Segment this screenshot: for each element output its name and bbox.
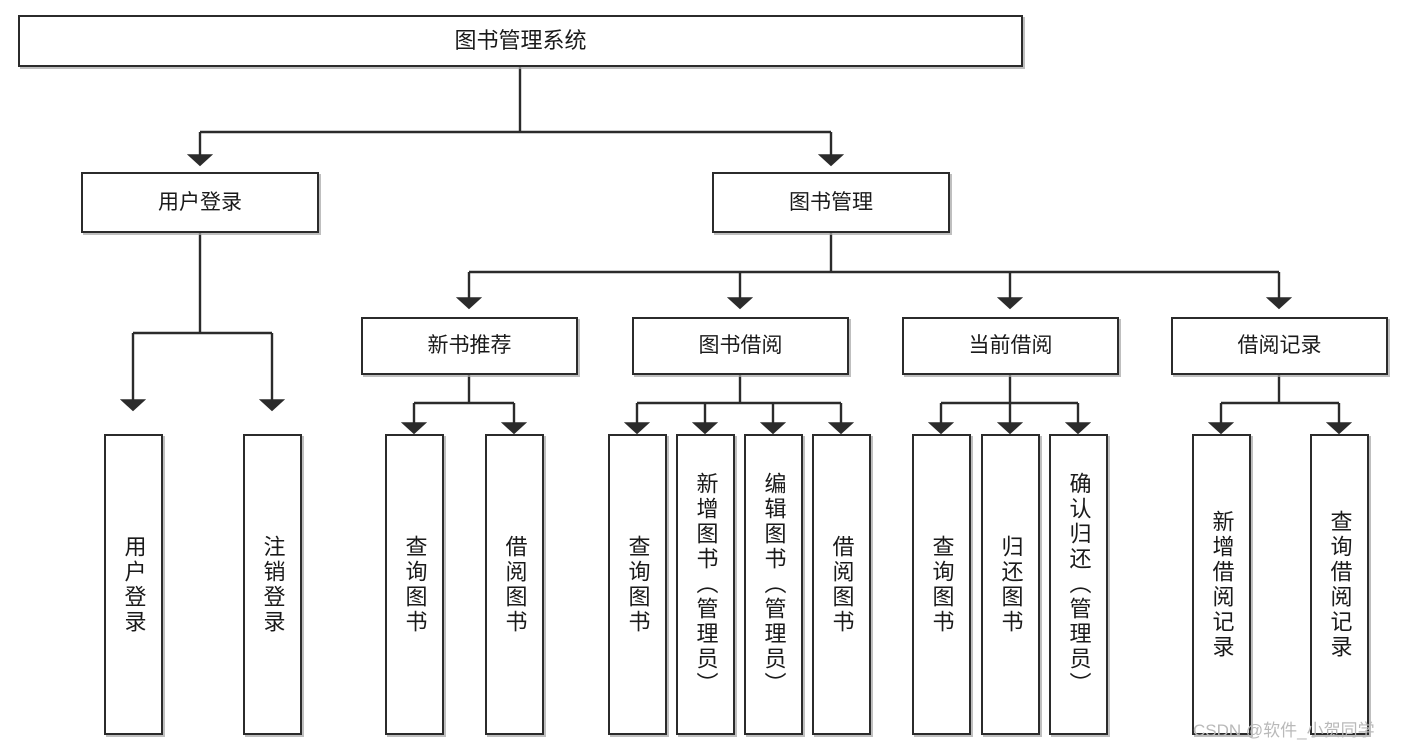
node-leaf-query-book-1[interactable]: 查询图书	[385, 434, 444, 735]
node-current-borrow-label: 当前借阅	[968, 334, 1053, 358]
node-leaf-query-record[interactable]: 查询借阅记录	[1310, 434, 1369, 735]
node-leaf-query-book-2-label: 查询图书	[625, 534, 651, 635]
node-leaf-borrow-book-2[interactable]: 借阅图书	[812, 434, 871, 735]
node-book-borrow-label: 图书借阅	[698, 334, 783, 358]
node-new-book-recommend-label: 新书推荐	[427, 334, 512, 358]
node-user-login[interactable]: 用户登录	[81, 172, 319, 233]
node-leaf-edit-book-label: 编辑图书（管理员）	[761, 472, 787, 697]
node-leaf-borrow-book-1-label: 借阅图书	[502, 534, 528, 635]
node-leaf-user-login-label: 用户登录	[121, 534, 147, 635]
node-book-management[interactable]: 图书管理	[712, 172, 950, 233]
node-book-management-label: 图书管理	[789, 190, 873, 214]
node-new-book-recommend[interactable]: 新书推荐	[361, 317, 578, 375]
node-user-login-label: 用户登录	[158, 190, 242, 214]
node-root[interactable]: 图书管理系统	[18, 15, 1023, 67]
node-leaf-edit-book[interactable]: 编辑图书（管理员）	[744, 434, 803, 735]
node-borrow-record-label: 借阅记录	[1237, 334, 1322, 358]
watermark: CSDN @软件_小贺同学	[1193, 721, 1375, 740]
node-leaf-query-book-2[interactable]: 查询图书	[608, 434, 667, 735]
node-borrow-record[interactable]: 借阅记录	[1171, 317, 1388, 375]
node-book-borrow[interactable]: 图书借阅	[632, 317, 849, 375]
node-leaf-logout[interactable]: 注销登录	[243, 434, 302, 735]
node-leaf-query-book-3[interactable]: 查询图书	[912, 434, 971, 735]
node-leaf-user-login[interactable]: 用户登录	[104, 434, 163, 735]
node-leaf-return-book[interactable]: 归还图书	[981, 434, 1040, 735]
node-leaf-return-book-label: 归还图书	[998, 534, 1024, 635]
node-leaf-borrow-book-2-label: 借阅图书	[829, 534, 855, 635]
node-leaf-confirm-return-label: 确认归还（管理员）	[1066, 472, 1092, 697]
node-leaf-logout-label: 注销登录	[260, 534, 286, 635]
node-leaf-add-record-label: 新增借阅记录	[1209, 509, 1235, 660]
node-leaf-add-book[interactable]: 新增图书（管理员）	[676, 434, 735, 735]
node-leaf-add-book-label: 新增图书（管理员）	[693, 472, 719, 697]
node-leaf-query-book-3-label: 查询图书	[929, 534, 955, 635]
node-leaf-query-book-1-label: 查询图书	[402, 534, 428, 635]
node-leaf-confirm-return[interactable]: 确认归还（管理员）	[1049, 434, 1108, 735]
node-root-label: 图书管理系统	[454, 27, 587, 53]
node-current-borrow[interactable]: 当前借阅	[902, 317, 1119, 375]
node-leaf-borrow-book-1[interactable]: 借阅图书	[485, 434, 544, 735]
node-leaf-add-record[interactable]: 新增借阅记录	[1192, 434, 1251, 735]
node-leaf-query-record-label: 查询借阅记录	[1327, 509, 1353, 660]
